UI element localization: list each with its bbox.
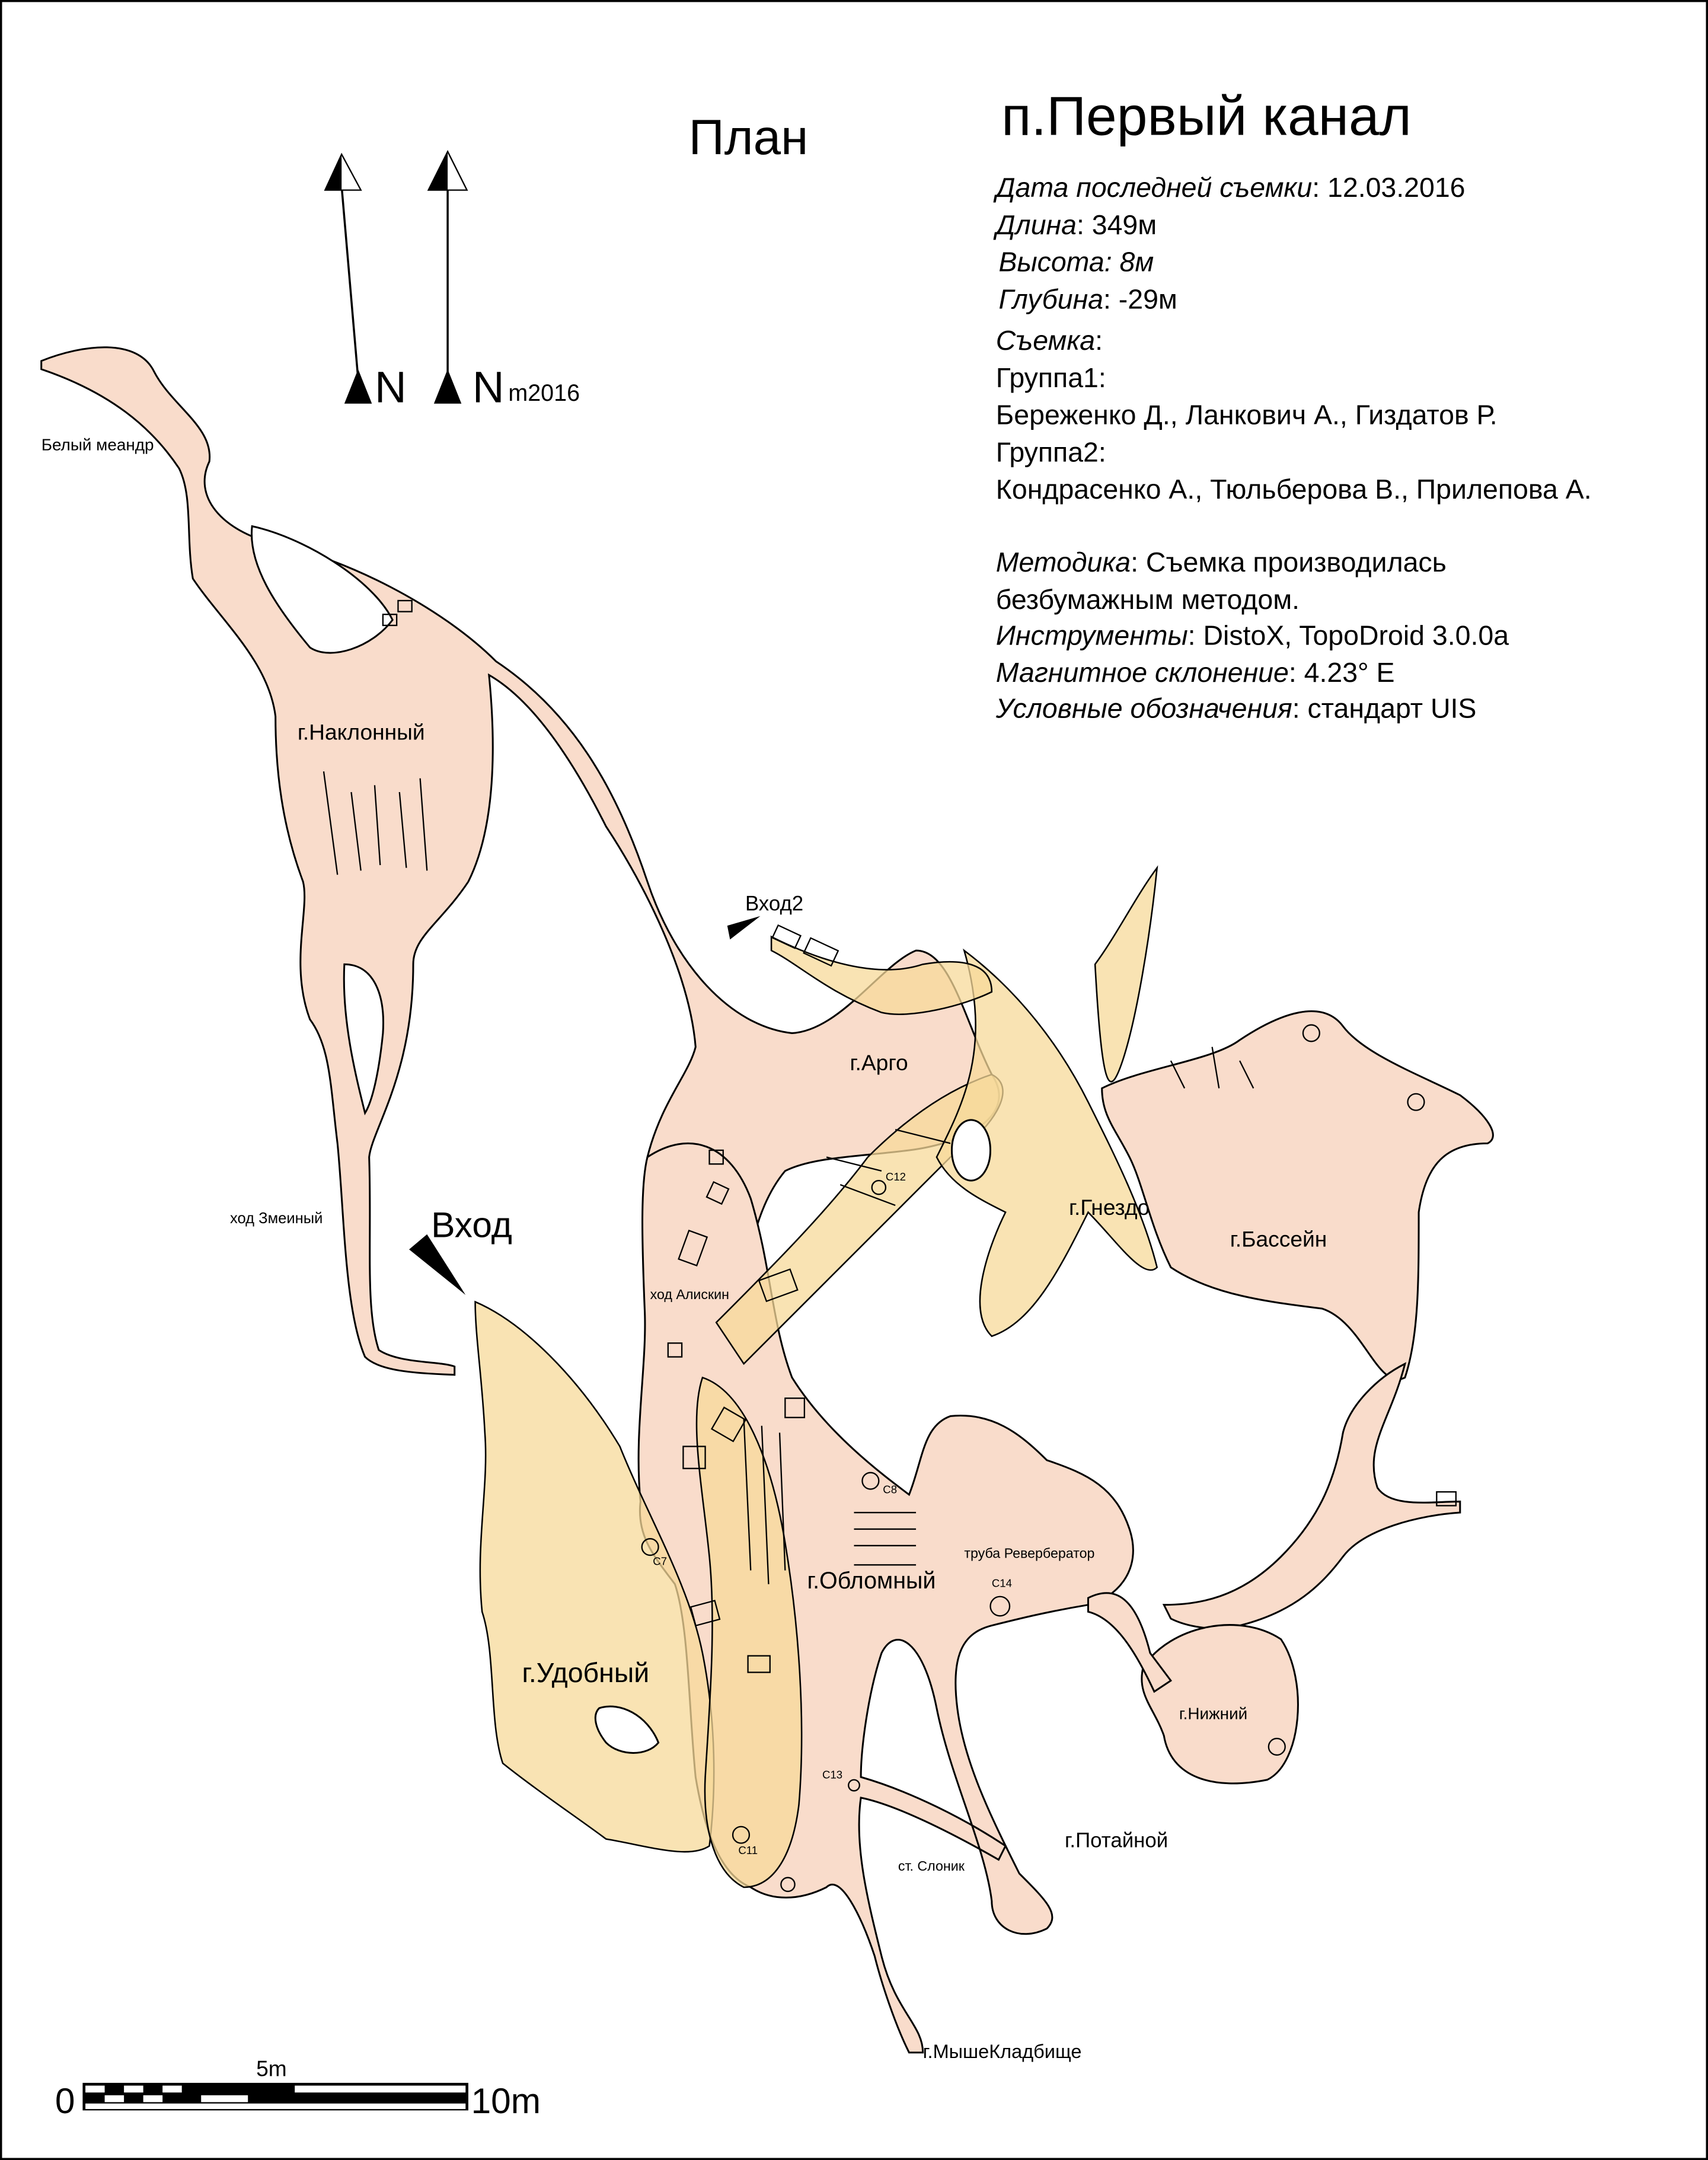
- cave-passages: [40, 346, 1494, 2054]
- label-c8: C8: [883, 1483, 897, 1496]
- passage-entrance2: [770, 935, 993, 1015]
- passage-spike: [1094, 865, 1158, 1083]
- label-zmeiny: ход Змеиный: [230, 1210, 323, 1227]
- svg-text:Группа2:: Группа2:: [996, 436, 1106, 467]
- label-naklonny: г.Наклонный: [298, 720, 425, 745]
- entrance2-arrow-icon: [727, 916, 761, 940]
- passage-central-strip: [695, 1376, 803, 1888]
- svg-text:Береженко Д., Ланкович А., Гиз: Береженко Д., Ланкович А., Гиздатов Р.: [996, 400, 1498, 430]
- pillar-zmeiny: [343, 963, 384, 1116]
- label-nizhny: г.Нижний: [1179, 1705, 1247, 1723]
- magnetic-north-label: N: [473, 362, 505, 411]
- scale-zero: 0: [55, 2081, 75, 2121]
- label-udobny: г.Удобный: [522, 1657, 650, 1688]
- svg-text:Методика: Съемка производилась: Методика: Съемка производилась: [996, 547, 1447, 578]
- boulders: [382, 599, 1457, 1673]
- label-reverberator: труба Ревербератор: [964, 1546, 1094, 1561]
- pillar-naklonny: [250, 525, 394, 654]
- passage-reverberator-link: [1087, 1592, 1173, 1693]
- label-c12: C12: [886, 1170, 906, 1183]
- place-labels: Белый меандр г.Наклонный ход Змеиный Вхо…: [41, 436, 1327, 2062]
- label-c13: C13: [822, 1768, 842, 1781]
- svg-text:безбумажным методом.: безбумажным методом.: [996, 584, 1300, 615]
- passage-nizhny: [1141, 1624, 1299, 1785]
- label-argo: г.Арго: [850, 1050, 908, 1075]
- scale-end: 10m: [471, 2081, 541, 2121]
- label-oblomny: г.Обломный: [807, 1568, 936, 1594]
- svg-text:Длина: 349м: Длина: 349м: [993, 209, 1157, 240]
- label-gnezdo: г.Гнездо: [1069, 1195, 1150, 1220]
- pillar-udobny: [594, 1705, 660, 1754]
- scale-mid: 5m: [256, 2056, 287, 2081]
- cave-title: п.Первый канал: [1001, 85, 1412, 147]
- svg-text:Дата последней съемки: 12.03.2: Дата последней съемки: 12.03.2016: [993, 172, 1466, 203]
- label-bassein: г.Бассейн: [1230, 1227, 1327, 1252]
- label-entrance2: Вход2: [745, 892, 803, 915]
- scale-bar: 0 5m 10m: [55, 2056, 541, 2121]
- north-arrows: [324, 149, 468, 404]
- label-c11: C11: [738, 1844, 758, 1856]
- label-potainoy: г.Потайной: [1065, 1829, 1168, 1852]
- label-myshekladbishche: г.МышеКладбище: [923, 2041, 1082, 2062]
- entrance-arrow-icon: [409, 1234, 466, 1295]
- passage-bassein: [1101, 1010, 1494, 1380]
- label-aliskin: ход Алискин: [650, 1287, 729, 1302]
- svg-text:Группа1:: Группа1:: [996, 362, 1106, 393]
- svg-text:Инструменты: DistoX, TopoDroid: Инструменты: DistoX, TopoDroid 3.0.0a: [996, 620, 1509, 650]
- slope-hatching: [323, 771, 1254, 1584]
- label-c7: C7: [653, 1555, 667, 1567]
- passage-gnezdo: [936, 948, 1158, 1338]
- magnetic-north-suffix: m2016: [508, 380, 580, 406]
- label-belyi-meandr: Белый меандр: [41, 436, 154, 454]
- svg-text:Высота: 8м: Высота: 8м: [998, 247, 1154, 277]
- info-block: Дата последней съемки: 12.03.2016 Длина:…: [993, 172, 1592, 723]
- svg-text:Кондрасенко А., Тюльберова В.,: Кондрасенко А., Тюльберова В., Прилепова…: [996, 474, 1592, 505]
- stations: [641, 1024, 1425, 1893]
- passage-udobny: [474, 1300, 715, 1853]
- svg-text:Магнитное склонение: 4.23° E: Магнитное склонение: 4.23° E: [996, 657, 1395, 688]
- svg-text:Условные обозначения: стандарт: Условные обозначения: стандарт UIS: [995, 693, 1477, 723]
- plan-label: План: [689, 109, 809, 165]
- true-north-label: N: [375, 362, 407, 411]
- label-entrance: Вход: [431, 1204, 512, 1245]
- svg-text:Глубина: -29м: Глубина: -29м: [998, 283, 1177, 314]
- svg-text:Съемка:: Съемка:: [996, 325, 1103, 356]
- pillar-gnezdo: [950, 1119, 992, 1182]
- label-c14: C14: [992, 1577, 1012, 1589]
- label-slonik: ст. Слоник: [898, 1858, 965, 1874]
